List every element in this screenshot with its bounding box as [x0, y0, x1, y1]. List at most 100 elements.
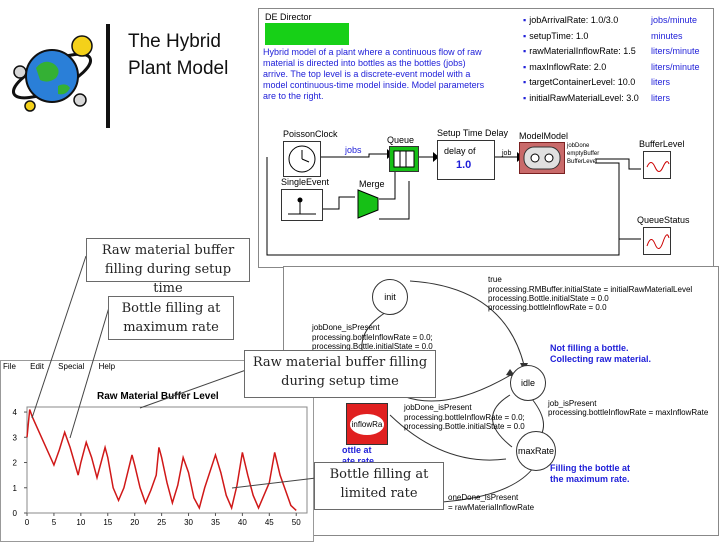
- plot-title: Raw Material Buffer Level: [97, 391, 219, 402]
- single-event-actor[interactable]: [281, 189, 323, 221]
- x-tick-label: 0: [25, 518, 30, 527]
- maxrate-comment: Filling the bottle at: [550, 463, 630, 473]
- x-tick-label: 40: [238, 518, 247, 527]
- composite-icon: [523, 146, 561, 170]
- state-init[interactable]: init: [372, 279, 408, 315]
- x-tick-label: 45: [265, 518, 274, 527]
- param-name: setupTime: 1.0: [523, 29, 651, 45]
- param-name: maxInflowRate: 2.0: [523, 60, 651, 76]
- menu-file[interactable]: File: [3, 362, 16, 371]
- merge-label: Merge: [359, 179, 385, 189]
- transition-jobdone-guard: jobDone_isPresent: [312, 323, 380, 332]
- state-inflowrate[interactable]: inflowRa: [346, 403, 388, 445]
- idle-comment: Collecting raw material.: [550, 354, 652, 364]
- transition-job-guard: job_isPresent: [548, 399, 597, 408]
- param-unit: minutes: [651, 30, 683, 41]
- transition-true-guard: true: [488, 275, 502, 284]
- title-line-1: The Hybrid: [128, 31, 221, 52]
- event-icon: [288, 197, 316, 215]
- state-idle[interactable]: idle: [510, 365, 546, 401]
- menu-edit[interactable]: Edit: [30, 362, 44, 371]
- de-director-icon[interactable]: [265, 23, 349, 45]
- y-tick-label: 0: [13, 509, 18, 518]
- maxrate-comment: the maximum rate.: [550, 474, 630, 484]
- param-name: rawMaterialInflowRate: 1.5: [523, 44, 651, 60]
- slide-title: The Hybrid Plant Model: [128, 28, 228, 82]
- inflowrate-comment: ottle at: [342, 445, 372, 455]
- director-label: DE Director: [265, 12, 312, 22]
- state-maxrate[interactable]: maxRate: [516, 431, 556, 471]
- param-unit: liters: [651, 77, 671, 87]
- x-tick-label: 25: [157, 518, 166, 527]
- callout-raw-material-2: Raw material buffer filling during setup…: [244, 350, 436, 398]
- x-tick-label: 35: [211, 518, 220, 527]
- poisson-clock-actor[interactable]: [283, 141, 321, 177]
- menu-special[interactable]: Special: [58, 362, 85, 371]
- param-name: targetContainerLevel: 10.0: [523, 75, 651, 91]
- transition-job-action: processing.bottleInflowRate = maxInflowR…: [548, 408, 709, 417]
- callout-max-rate: Bottle filling at maximum rate: [108, 296, 234, 340]
- param-name: initialRawMaterialLevel: 3.0: [523, 91, 651, 107]
- x-tick-label: 15: [103, 518, 112, 527]
- single-event-label: SingleEvent: [281, 177, 330, 187]
- transition-bottom-action: = rawMaterialInflowRate: [448, 503, 535, 512]
- x-tick-label: 20: [130, 518, 139, 527]
- poisson-clock-label: PoissonClock: [283, 129, 338, 139]
- x-tick-label: 30: [184, 518, 193, 527]
- transition-bottom-guard: oneDone_isPresent: [448, 493, 519, 502]
- transition-true-action: processing.RMBuffer.initialState = initi…: [488, 285, 693, 294]
- menu-help[interactable]: Help: [98, 362, 116, 371]
- merge-actor[interactable]: [357, 189, 379, 219]
- jobs-port-label: jobs: [345, 145, 362, 155]
- plot-icon: [646, 234, 670, 249]
- delay-value: 1.0: [456, 159, 472, 171]
- plot-icon: [646, 161, 670, 172]
- setup-delay-label: Setup Time Delay: [437, 128, 509, 138]
- title-divider: [106, 24, 110, 128]
- transition-jobdone-action: processing.Bottle.initialState = 0.0: [312, 342, 433, 351]
- param-unit: liters/minute: [651, 46, 700, 56]
- callout-limited-rate: Bottle filling at limited rate: [314, 462, 444, 510]
- delay-of-text: delay of: [444, 146, 476, 156]
- queue-actor[interactable]: [389, 146, 419, 172]
- transition-jobdone2-action: processing.bottleInflowRate = 0.0;: [404, 413, 525, 422]
- model-editor-window: DE Director Hybrid model of a plant wher…: [258, 8, 714, 268]
- param-name: jobArrivalRate: 1.0/3.0: [523, 13, 651, 29]
- plot-menu-bar: File Edit Special Help: [3, 362, 127, 371]
- y-tick-label: 3: [13, 433, 18, 442]
- x-tick-label: 50: [292, 518, 301, 527]
- param-unit: jobs/minute: [651, 15, 698, 25]
- inflowrate-comment: ate rate: [342, 456, 375, 466]
- x-tick-label: 5: [52, 518, 57, 527]
- callout-raw-material-1: Raw material buffer filling during setup…: [86, 238, 250, 296]
- transition-jobdone-action: processing.bottleInflowRate = 0.0;: [312, 333, 433, 342]
- y-tick-label: 4: [13, 408, 18, 417]
- port-jobdone: jobDone: [567, 143, 590, 149]
- port-bufferlevel: BufferLevel: [567, 159, 598, 165]
- model-description: Hybrid model of a plant where a continuo…: [263, 47, 485, 101]
- series-line: [26, 409, 297, 512]
- transition-true-action: processing.bottleInflowRate = 0.0: [488, 303, 607, 312]
- port-emptybuffer: emptyBuffer: [567, 151, 600, 157]
- queue-icon: [393, 150, 415, 168]
- model-model-actor[interactable]: [519, 142, 565, 174]
- clock-icon: [288, 145, 316, 173]
- y-tick-label: 1: [13, 484, 18, 493]
- idle-comment: Not filling a bottle.: [550, 343, 629, 353]
- param-unit: liters/minute: [651, 61, 700, 72]
- buffer-level-plotter[interactable]: [643, 151, 671, 179]
- queue-status-plotter[interactable]: [643, 227, 671, 255]
- transition-jobdone2-action: processing.Bottle.initialState = 0.0: [404, 422, 525, 431]
- job-port-label: job: [502, 150, 512, 157]
- setup-delay-actor[interactable]: delay of 1.0: [437, 140, 495, 180]
- y-tick-label: 2: [13, 459, 18, 468]
